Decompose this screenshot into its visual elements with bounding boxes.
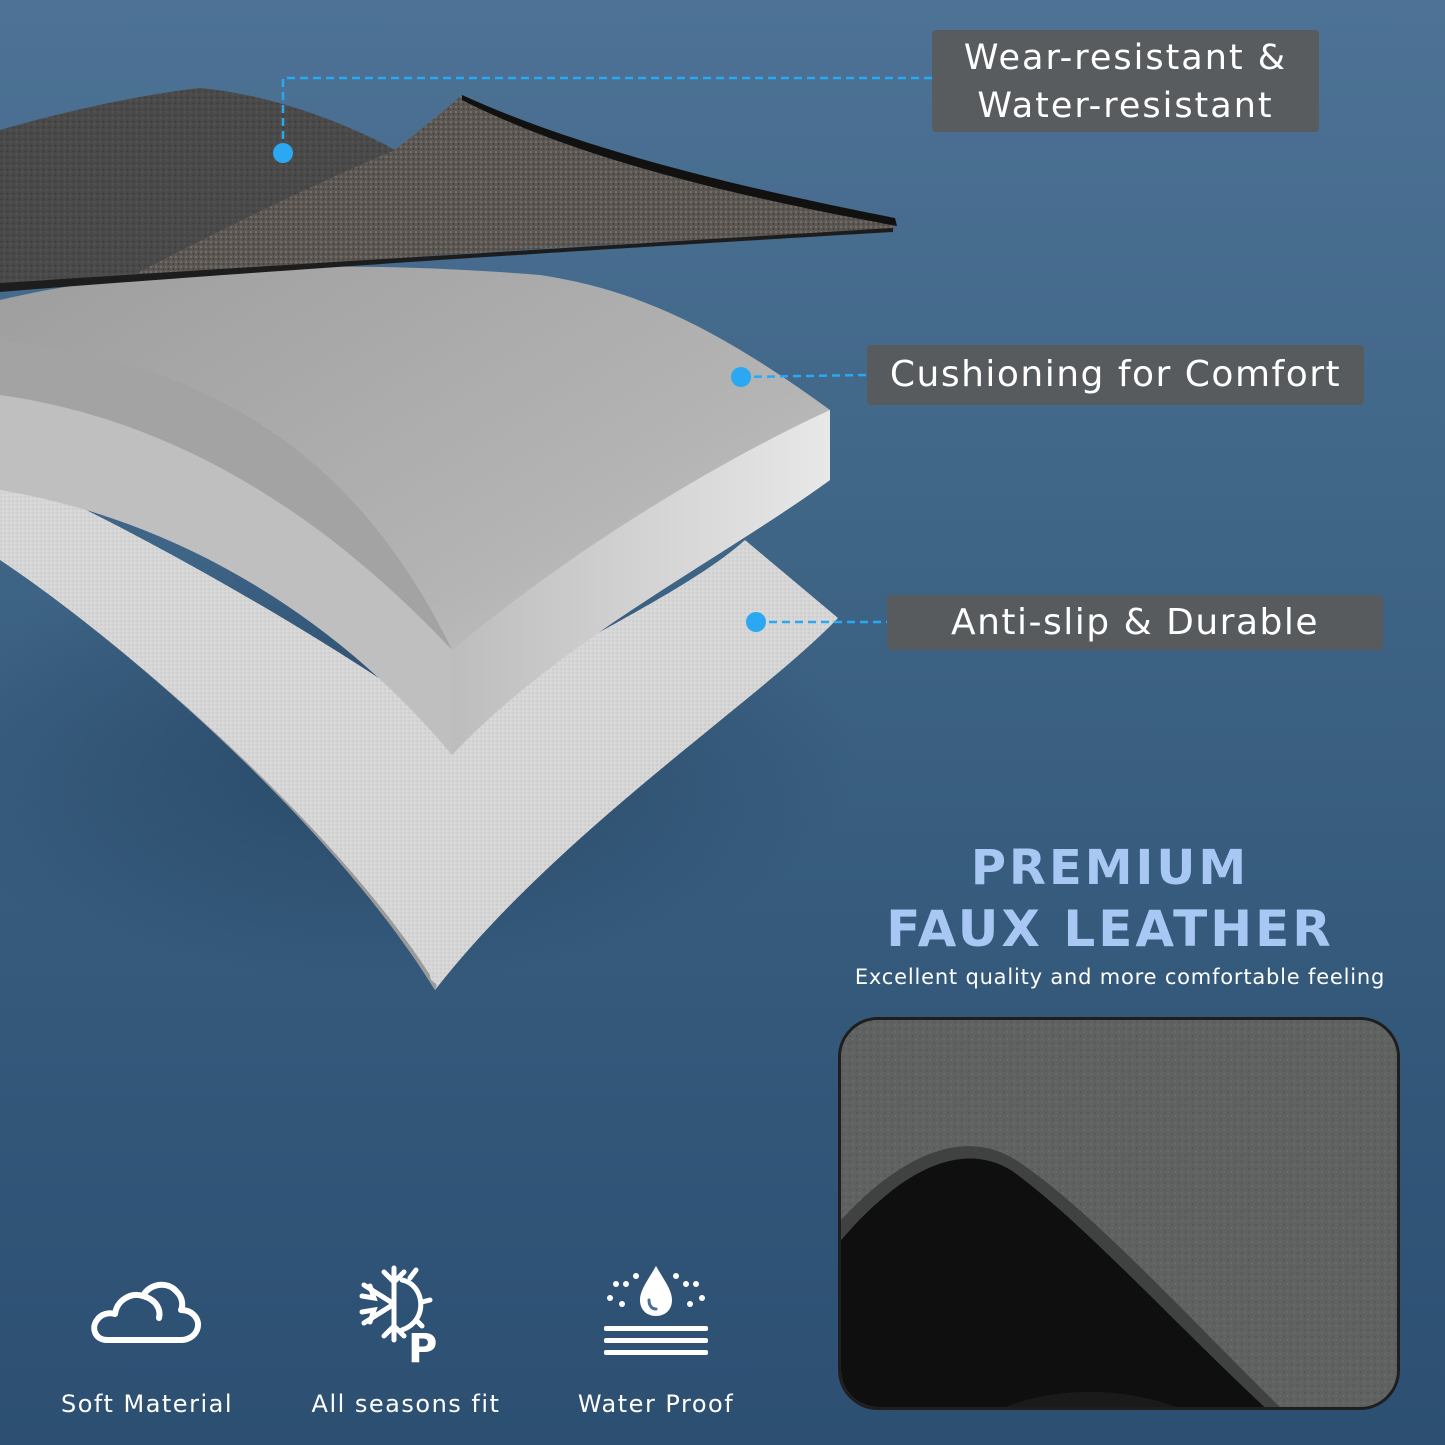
- feature-all-seasons: P All seasons fit: [296, 1260, 516, 1418]
- callout-wear-line: [273, 76, 932, 163]
- premium-title-line1: PREMIUM: [970, 840, 1250, 896]
- anti-slip-bottom-layer: [0, 470, 838, 990]
- premium-title-line2: FAUX LEATHER: [886, 900, 1334, 958]
- svg-text:P: P: [408, 1326, 437, 1370]
- callout-cushion-label: Cushioning for Comfort: [867, 345, 1364, 405]
- callout-antislip-label: Anti-slip & Durable: [887, 595, 1383, 650]
- feature-seasons-label: All seasons fit: [311, 1390, 501, 1418]
- callout-wear-line2: Water-resistant: [977, 86, 1274, 126]
- water-drop-icon: [604, 1266, 708, 1355]
- cloud-icon: [91, 1281, 201, 1343]
- feature-water-proof: Water Proof: [546, 1260, 766, 1418]
- callout-antislip-line: [746, 612, 887, 632]
- callout-cushion-line: [731, 367, 868, 387]
- foam-cushion-layer: [0, 266, 830, 755]
- feature-soft-label: Soft Material: [61, 1390, 233, 1418]
- callout-wear-line1: Wear-resistant &: [963, 38, 1288, 78]
- premium-subtitle: Excellent quality and more comfortable f…: [854, 965, 1386, 989]
- snowflake-sun-icon: P: [359, 1265, 437, 1370]
- leather-sample-image: [838, 1017, 1400, 1410]
- feature-water-label: Water Proof: [577, 1390, 735, 1418]
- callout-wear-label: Wear-resistant & Water-resistant: [932, 30, 1319, 132]
- feature-soft-material: Soft Material: [37, 1260, 257, 1418]
